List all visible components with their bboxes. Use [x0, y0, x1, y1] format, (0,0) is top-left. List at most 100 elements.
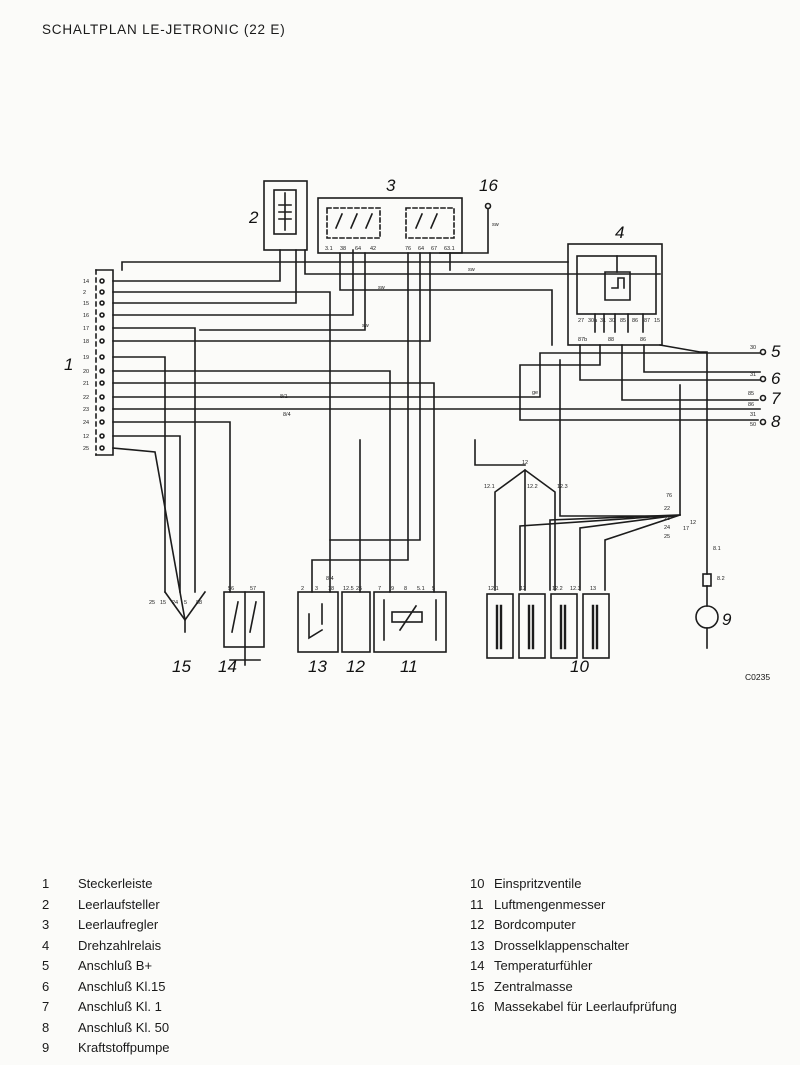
legend-number: 4 — [42, 937, 50, 953]
component-number: 12 — [346, 657, 365, 676]
pin-label: 5.1 — [417, 586, 425, 592]
legend-number: 12 — [470, 917, 485, 932]
legend-text: Luftmengenmesser — [494, 896, 606, 912]
legend-text: Drehzahlrelais — [78, 937, 162, 953]
pin-label: 12 — [83, 434, 89, 440]
pin-label: 67 — [431, 246, 437, 252]
wire-labels: sw sw sw sw ge 8/1 8/4 12 12.1 12.2 12.3… — [280, 222, 756, 582]
pin-label: 27 — [578, 318, 584, 324]
component-number: 3 — [386, 176, 396, 195]
pin-label: 64 — [418, 246, 424, 252]
component-number: 10 — [570, 657, 589, 676]
pin-label: 87 — [644, 318, 650, 324]
pin-label: 21 — [83, 381, 89, 387]
wire-label: 12.1 — [484, 484, 495, 490]
legend-text: Massekabel für Leerlaufprüfung — [494, 999, 677, 1014]
ground-test-wire — [439, 202, 492, 254]
terminals-5-8 — [759, 348, 767, 426]
wire-label: 22 — [664, 506, 670, 512]
wire-label: 85 — [748, 391, 754, 397]
wire-label: 23 — [664, 516, 670, 522]
component-number: 8 — [771, 412, 781, 431]
connector-pin-labels: 14 2 15 16 17 18 19 20 21 22 23 24 12 25 — [83, 279, 89, 452]
pin-label: 18 — [328, 586, 334, 592]
pin-label: 5 — [184, 600, 187, 606]
wire-label: 12.3 — [557, 484, 568, 490]
legend-number: 1 — [42, 876, 50, 891]
legend-number: 10 — [470, 876, 485, 891]
pin-label: 64 — [355, 246, 361, 252]
pin-label: 63.1 — [444, 246, 455, 252]
pin-label: 9 — [391, 586, 394, 592]
wire-label: ge — [532, 390, 538, 396]
legend-text: Bordcomputer — [494, 917, 576, 932]
legend-number: 5 — [42, 958, 50, 973]
pin-label: 7 — [378, 586, 381, 592]
rpm-relay — [567, 243, 663, 346]
idle-regulator — [317, 197, 463, 254]
pin-label: 12.1 — [488, 586, 499, 592]
wire-label: 76 — [666, 493, 672, 499]
component-number: 14 — [218, 657, 237, 676]
legend-number: 6 — [42, 978, 50, 994]
pin-label: 24 — [83, 420, 89, 426]
diagram-code: C0235 — [745, 672, 770, 682]
legend-number: 7 — [42, 999, 50, 1014]
pin-label: 22 — [83, 395, 89, 401]
injectors — [486, 593, 610, 659]
pin-label: 86 — [640, 337, 646, 343]
throttle-switch — [297, 591, 339, 653]
legend-text: Kraftstoffpumpe — [78, 1040, 170, 1055]
legend-number: 13 — [470, 937, 485, 953]
legend-item: 9 Kraftstoffpumpe — [42, 1038, 170, 1059]
wire-label: 12 — [522, 460, 528, 466]
wiring-diagram: 1 2 3 4 5 6 7 8 9 10 11 12 13 14 15 16 1… — [64, 176, 781, 682]
component-number: 7 — [771, 389, 781, 408]
wire-label: 8.1 — [713, 546, 721, 552]
legend-text: Zentralmasse — [494, 978, 573, 994]
legend-item: 8 Anschluß Kl. 50 — [42, 1018, 170, 1039]
legend-number: 11 — [470, 896, 484, 912]
diagram-title: SCHALTPLAN LE-JETRONIC (22 E) — [42, 22, 286, 37]
pin-label: 14 — [83, 279, 89, 285]
pin-label: 20 — [83, 369, 89, 375]
pin-label: 16 — [83, 313, 89, 319]
legend-text: Anschluß Kl. 50 — [78, 1019, 170, 1035]
legend-number: 8 — [42, 1019, 50, 1035]
pin-label: 87b — [578, 337, 587, 343]
wire-label: 86 — [748, 402, 754, 408]
wire-label: 12 — [690, 520, 696, 526]
wire-label: 8/1 — [280, 394, 288, 400]
bottom-pin-labels: 25 15 24 5 88 56 57 2 3 18 12.5 25 7 9 8… — [149, 586, 596, 606]
pin-label: 19 — [83, 355, 89, 361]
legend-item: 11 Luftmengenmesser — [470, 895, 677, 916]
air-flow-meter — [373, 591, 447, 653]
legend-number: 2 — [42, 896, 50, 912]
pin-label: 56 — [228, 586, 234, 592]
component-number: 15 — [172, 657, 191, 676]
wire-label: 25 — [664, 534, 670, 540]
wire-label: 8.4 — [326, 576, 334, 582]
wire-label: sw — [492, 222, 499, 228]
legend-text: Drosselklappenschalter — [494, 937, 630, 953]
legend-text: Einspritzventile — [494, 876, 582, 891]
component-number: 2 — [248, 208, 259, 227]
pin-label: 3 — [315, 586, 318, 592]
component-number: 11 — [400, 657, 418, 676]
pin-label: 38 — [340, 246, 346, 252]
component-number: 1 — [64, 355, 73, 374]
pin-label: 8 — [404, 586, 407, 592]
pin-label: 15 — [654, 318, 660, 324]
pin-label: 24 — [172, 600, 178, 606]
pin-label: 12.5 — [343, 586, 354, 592]
pin-label: 25 — [356, 586, 362, 592]
wire-label: 12.2 — [527, 484, 538, 490]
legend-number: 9 — [42, 1040, 50, 1055]
pin-label: 42 — [370, 246, 376, 252]
wire-network — [112, 249, 761, 666]
pin-label: 12.2 — [552, 586, 563, 592]
